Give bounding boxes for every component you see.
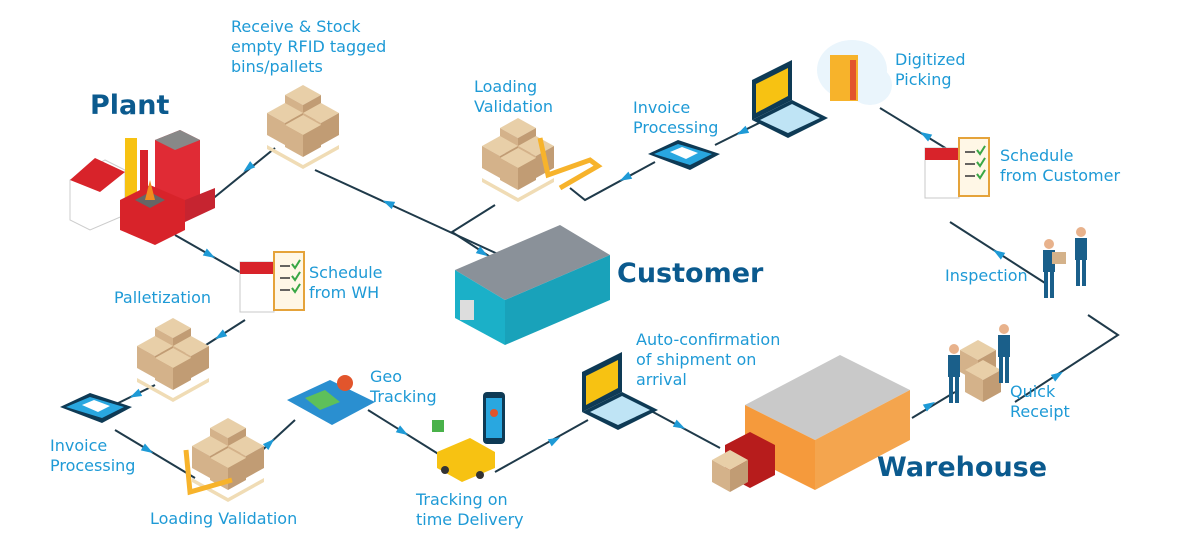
label-plant-invoice-processing: Invoice Processing bbox=[50, 436, 136, 475]
inspection-workers-icon bbox=[1043, 227, 1087, 298]
label-geo-tracking: Geo Tracking bbox=[370, 367, 437, 406]
label-palletization: Palletization bbox=[114, 288, 212, 307]
label-inspection: Inspection bbox=[945, 266, 1028, 285]
label-customer-invoice-processing: Invoice Processing bbox=[633, 98, 719, 137]
hub-plant: Plant bbox=[90, 90, 170, 121]
pallet-jack-icon bbox=[537, 137, 603, 191]
warehouse-building-icon bbox=[712, 355, 910, 492]
label-quick-receipt: Quick Receipt bbox=[1010, 382, 1070, 421]
plant-invoice-tablet-icon bbox=[60, 393, 132, 423]
label-schedule-from-customer: Schedule from Customer bbox=[1000, 146, 1121, 185]
label-auto-confirmation: Auto-confirmation of shipment on arrival bbox=[636, 330, 781, 389]
delivery-truck-icon bbox=[432, 420, 495, 482]
cloud-folder-icon bbox=[817, 40, 892, 105]
plant-pallet-jack-icon bbox=[183, 449, 233, 496]
plant-icon bbox=[69, 130, 215, 245]
phone-location-icon bbox=[483, 392, 505, 444]
customer-building-icon bbox=[455, 225, 610, 345]
geo-map-icon bbox=[287, 375, 375, 425]
label-digitized-picking: Digitized Picking bbox=[895, 50, 966, 89]
rfid-bins-pallet-icon bbox=[267, 85, 339, 169]
hub-customer: Customer bbox=[617, 258, 764, 289]
label-receive-stock: Receive & Stock empty RFID tagged bins/p… bbox=[231, 17, 387, 76]
label-plant-loading-validation: Loading Validation bbox=[150, 509, 298, 528]
label-schedule-from-wh: Schedule from WH bbox=[309, 263, 383, 302]
label-customer-loading-validation: Loading Validation bbox=[474, 77, 554, 116]
label-tracking-delivery: Tracking on time Delivery bbox=[416, 490, 524, 529]
hub-warehouse: Warehouse bbox=[877, 452, 1048, 483]
customer-laptop-icon bbox=[752, 60, 828, 138]
schedule-customer-calendar-icon bbox=[924, 137, 990, 199]
quick-receipt-workers-icon bbox=[948, 324, 1010, 403]
schedule-wh-calendar-icon bbox=[239, 251, 305, 313]
customer-invoice-tablet-icon bbox=[648, 140, 720, 170]
